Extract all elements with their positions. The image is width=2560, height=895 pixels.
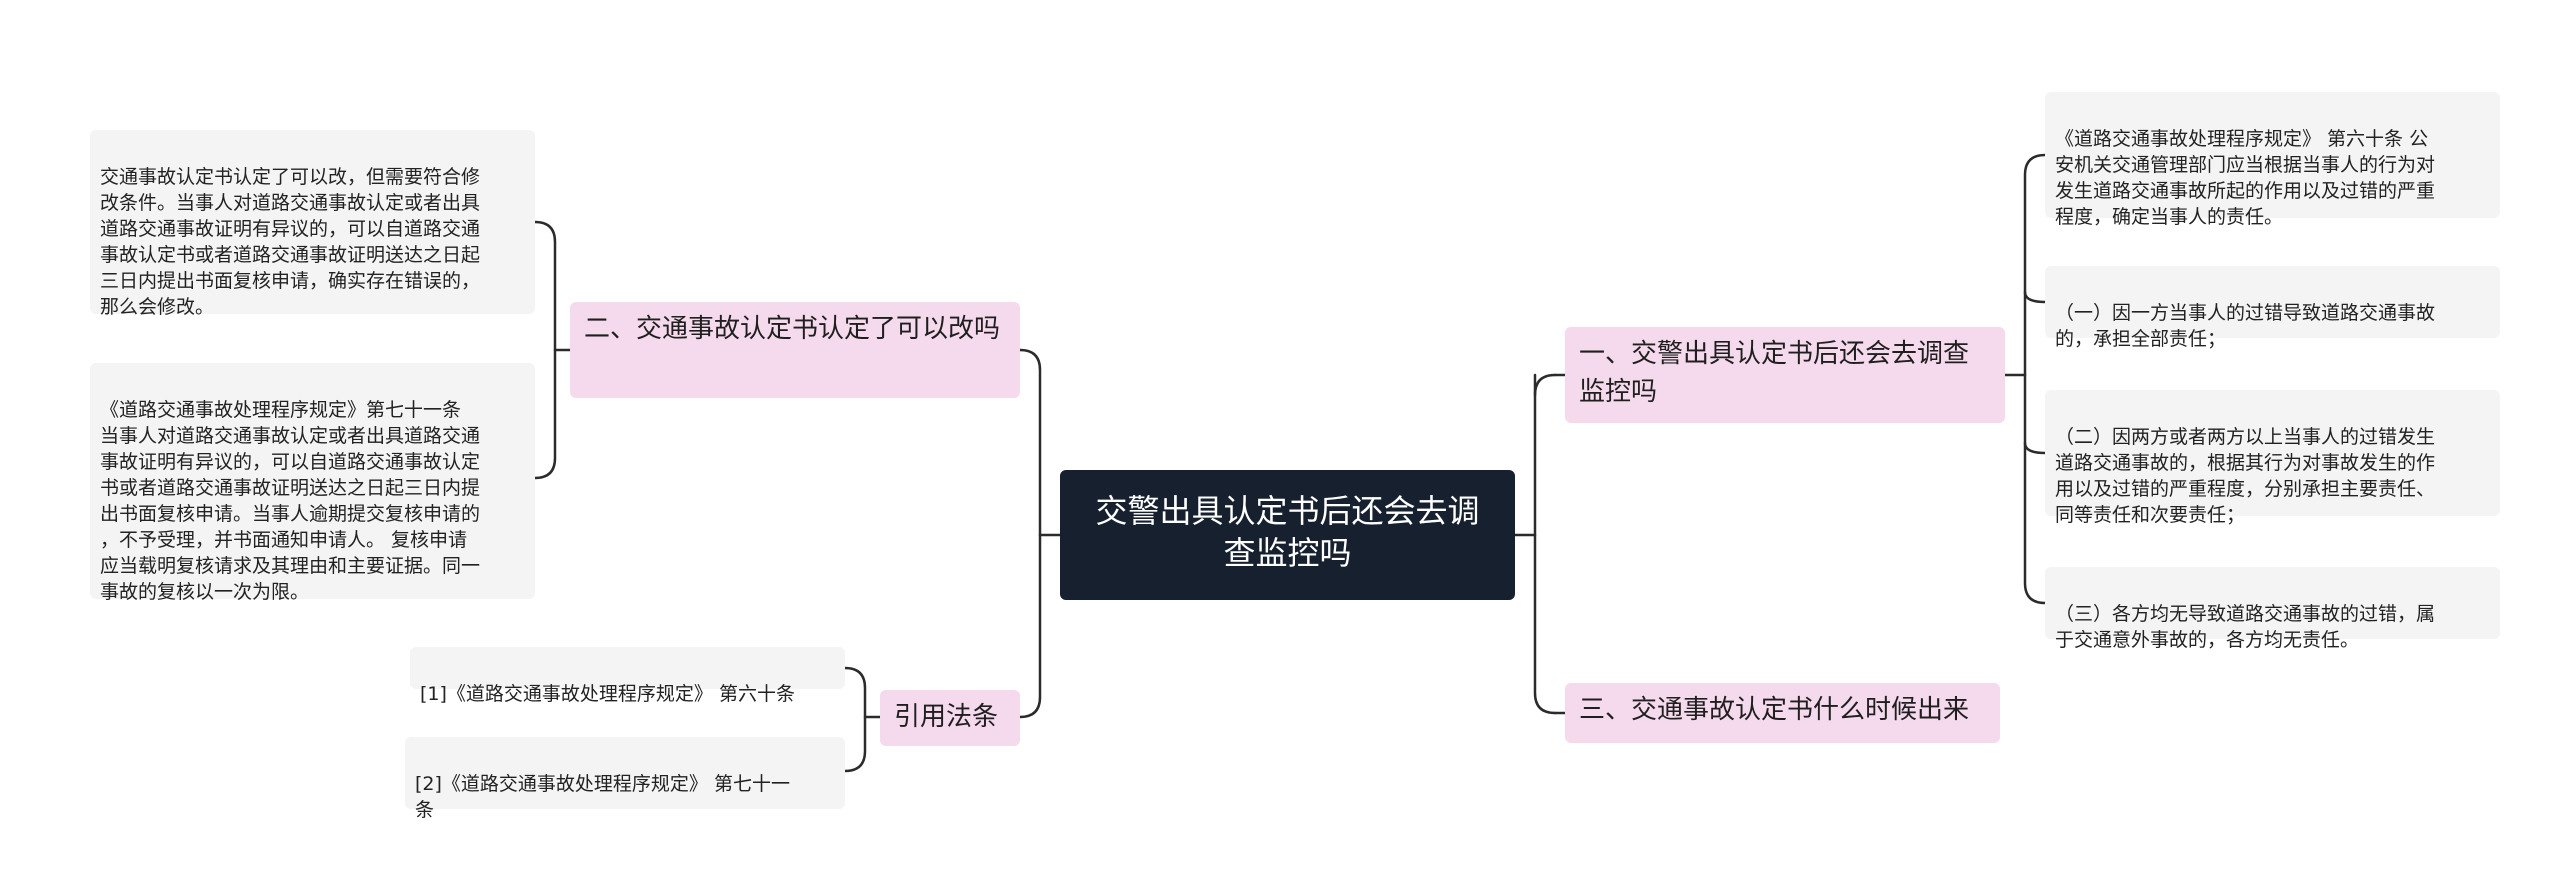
connector-q2-spine — [533, 220, 557, 480]
leaf-cite-b[interactable]: [2]《道路交通事故处理程序规定》 第七十一 条 — [405, 737, 845, 821]
connector-q1-leaf-b — [2023, 290, 2047, 304]
connector-q1-leaf-c — [2023, 441, 2047, 455]
leaf-cite-b-text: [2]《道路交通事故处理程序规定》 第七十一 条 — [415, 773, 790, 821]
leaf-q2-b-text: 《道路交通事故处理程序规定》第七十一条 当事人对道路交通事故认定或者出具道路交通… — [100, 399, 481, 603]
branch-q2[interactable]: 二、交通事故认定书认定了可以改吗 — [570, 302, 1020, 398]
branch-q2-label: 二、交通事故认定书认定了可以改吗 — [584, 314, 1001, 344]
branch-q3-label: 三、交通事故认定书什么时候出来 — [1579, 695, 1970, 725]
leaf-q2-a[interactable]: 交通事故认定书认定了可以改，但需要符合修 改条件。当事人对道路交通事故认定或者出… — [90, 130, 535, 318]
leaf-q1-b-text: （一）因一方当事人的过错导致道路交通事故 的，承担全部责任； — [2055, 302, 2436, 350]
leaf-q1-a-text: 《道路交通事故处理程序规定》 第六十条 公 安机关交通管理部门应当根据当事人的行… — [2055, 128, 2436, 228]
branch-cite-label: 引用法条 — [894, 702, 999, 732]
root-title: 交警出具认定书后还会去调查监控吗 — [1095, 492, 1480, 572]
branch-q3[interactable]: 三、交通事故认定书什么时候出来 — [1565, 683, 2000, 743]
leaf-cite-a-text: [1]《道路交通事故处理程序规定》 第六十条 — [420, 683, 795, 705]
leaf-q1-b[interactable]: （一）因一方当事人的过错导致道路交通事故 的，承担全部责任； — [2045, 266, 2500, 350]
leaf-q1-c[interactable]: （二）因两方或者两方以上当事人的过错发生 道路交通事故的，根据其行为对事故发生的… — [2045, 390, 2500, 526]
leaf-q1-c-text: （二）因两方或者两方以上当事人的过错发生 道路交通事故的，根据其行为对事故发生的… — [2055, 426, 2436, 526]
branch-cite[interactable]: 引用法条 — [880, 690, 1020, 746]
leaf-q1-a[interactable]: 《道路交通事故处理程序规定》 第六十条 公 安机关交通管理部门应当根据当事人的行… — [2045, 92, 2500, 228]
leaf-cite-a[interactable]: [1]《道路交通事故处理程序规定》 第六十条 — [410, 647, 845, 705]
connector-left-spine — [1018, 348, 1042, 719]
leaf-q2-b[interactable]: 《道路交通事故处理程序规定》第七十一条 当事人对道路交通事故认定或者出具道路交通… — [90, 363, 535, 603]
leaf-q2-a-text: 交通事故认定书认定了可以改，但需要符合修 改条件。当事人对道路交通事故认定或者出… — [100, 166, 481, 318]
connector-q1-spine — [2023, 153, 2047, 605]
branch-q1[interactable]: 一、交警出具认定书后还会去调查监控吗 — [1565, 327, 2005, 423]
branch-q1-label: 一、交警出具认定书后还会去调查监控吗 — [1579, 339, 1970, 407]
root-node[interactable]: 交警出具认定书后还会去调查监控吗 — [1060, 470, 1515, 600]
connector-right-spine — [1533, 373, 1557, 715]
leaf-q1-d-text: （三）各方均无导致道路交通事故的过错，属 于交通意外事故的，各方均无责任。 — [2055, 603, 2436, 651]
connector-cite-spine — [843, 666, 867, 773]
leaf-q1-d[interactable]: （三）各方均无导致道路交通事故的过错，属 于交通意外事故的，各方均无责任。 — [2045, 567, 2500, 651]
